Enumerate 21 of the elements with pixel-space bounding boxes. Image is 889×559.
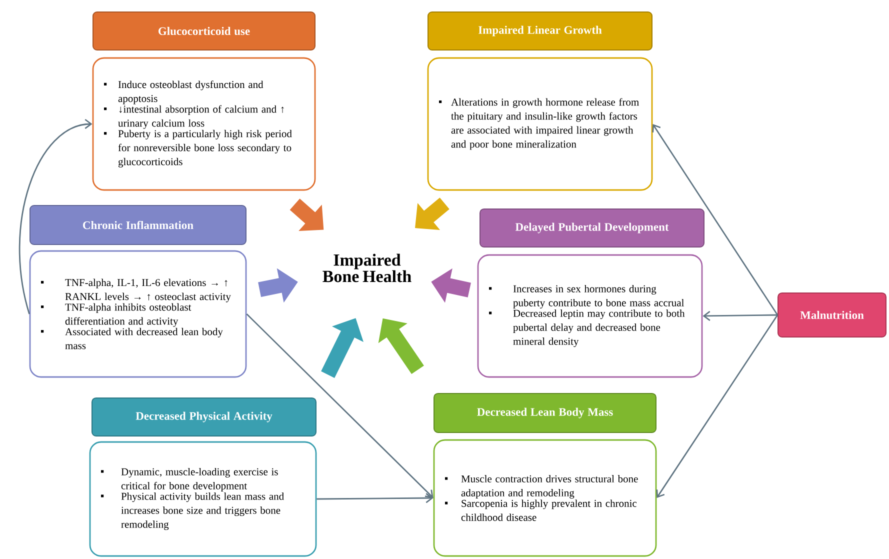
text-box: Dynamic, muscle-loading exercise is critical for bone development Physical activity builds lean mass and increases bone size and triggers bone remodeling [89, 441, 317, 557]
arrow [656, 314, 778, 498]
arrow [246, 314, 434, 498]
text-box: TNF-alpha, IL-1, IL-6 elevations → ↑ RANKL levels → ↑ osteoclast activity TNF-alpha inhibits osteoblast differentiation and activity Associated with decreased lean body mass [29, 250, 247, 378]
header-box: Decreased Physical Activity [92, 398, 316, 436]
arrow [652, 124, 778, 316]
arrow [702, 310, 778, 321]
arrow [316, 493, 434, 504]
header-box: Chronic Inflammation [30, 205, 246, 245]
center-label: Impaired Bone Health [322, 254, 412, 282]
header-box: Malnutrition [778, 292, 886, 338]
text-box: Alterations in growth hormone release from the pituitary and insulin-like growth factors are associated with impaired linear growth and poor bone mineralization [427, 57, 653, 191]
text-box: Induce osteoblast dysfunction and apoptosis ↓intestinal absorption of calcium and ↑ urinary calcium loss Puberty is a particularly high risk period for nonreversible bone loss secondary to glucocorticoids [92, 57, 316, 191]
block-arrow [415, 198, 450, 230]
text-box: Increases in sex hormones during puberty contribute to bone mass accrual Decreased leptin may contribute to both pubertal delay and decreased bone mineral density [477, 254, 703, 378]
header-box: Decreased Lean Body Mass [434, 393, 656, 433]
arrow [18, 118, 92, 314]
text-box: Muscle contraction drives structural bone adaptation and remodeling Sarcopenia is highly prevalent in chronic childhood disease [433, 439, 657, 557]
header-box: Impaired Linear Growth [428, 12, 652, 50]
header-box: Delayed Pubertal Development [480, 208, 704, 248]
header-box: Glucocorticoid use [92, 12, 316, 50]
